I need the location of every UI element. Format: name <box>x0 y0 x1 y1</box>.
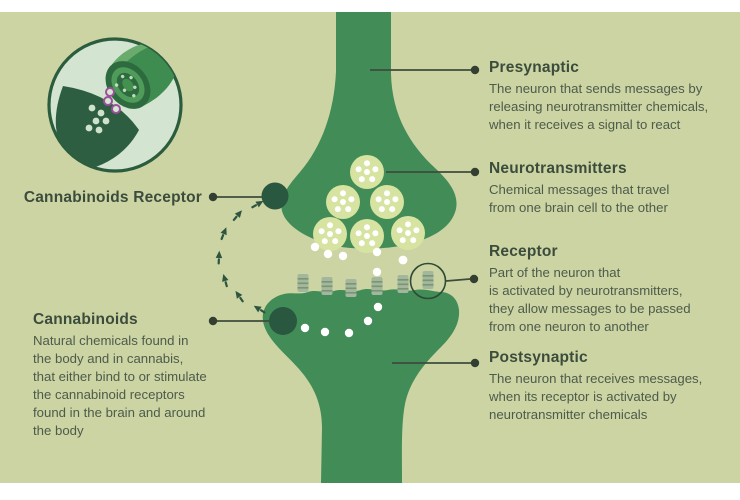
neurotransmitters-label: Neurotransmitters Chemical messages that… <box>489 160 739 217</box>
cannabinoids-receptor-title: Cannabinoids Receptor <box>23 189 202 206</box>
postsynaptic-title: Postsynaptic <box>489 349 588 366</box>
receptor-highlight-circle <box>409 262 447 300</box>
cannabinoid-receptor-presynaptic <box>261 182 289 210</box>
cannabinoid-flow-arrows <box>215 198 268 316</box>
callout-lines <box>216 69 471 364</box>
receptor-title: Receptor <box>489 243 558 260</box>
receptor-peg <box>321 277 333 295</box>
vesicle <box>326 185 360 219</box>
presynaptic-description: The neuron that sends messages by releas… <box>489 81 709 132</box>
receptor-peg <box>371 277 383 295</box>
neurotransmitter-dots <box>300 242 408 338</box>
receptor-bullet <box>469 274 479 284</box>
cannabinoids-bullet <box>208 316 218 326</box>
postsynaptic-neuron-shape <box>262 289 460 483</box>
presynaptic-neuron-shape <box>281 12 457 249</box>
cannabinoids-receptor-label: Cannabinoids Receptor <box>18 189 202 210</box>
receptor-peg <box>345 279 357 297</box>
synapse-closeup-inset <box>47 37 183 173</box>
vesicle <box>350 155 384 189</box>
presynaptic-bullet <box>470 65 480 75</box>
cannabinoids-label: Cannabinoids Natural chemicals found in … <box>33 311 263 440</box>
cannabinoid-receptor-postsynaptic <box>269 307 297 335</box>
vesicle <box>370 185 404 219</box>
callout-bullets <box>208 65 480 368</box>
receptor-peg <box>297 274 309 292</box>
receptor-peg <box>422 271 434 289</box>
presynaptic-title: Presynaptic <box>489 59 580 76</box>
inset-blob-dots <box>85 104 110 134</box>
cannabinoids-title: Cannabinoids <box>33 311 138 328</box>
neurotransmitters-bullet <box>470 167 480 177</box>
neurotransmitters-description: Chemical messages that travel from one b… <box>489 182 670 215</box>
receptor-callout-line <box>445 278 471 282</box>
vesicle <box>350 219 384 253</box>
cannabinoids-receptor-bullet <box>208 192 218 202</box>
vesicle <box>391 216 425 250</box>
inset-presynaptic-cone <box>105 42 177 109</box>
cannabinoids-description: Natural chemicals found in the body and … <box>33 333 207 438</box>
receptor-peg <box>397 275 409 293</box>
postsynaptic-label: Postsynaptic The neuron that receives me… <box>489 349 739 424</box>
postsynaptic-description: The neuron that receives messages, when … <box>489 371 703 422</box>
presynaptic-label: Presynaptic The neuron that sends messag… <box>489 59 739 134</box>
postsynaptic-bullet <box>470 358 480 368</box>
inset-cannabinoid-molecules <box>103 87 121 114</box>
receptor-description: Part of the neuron that is activated by … <box>489 265 691 334</box>
neurotransmitters-title: Neurotransmitters <box>489 160 627 177</box>
receptor-label: Receptor Part of the neuron that is acti… <box>489 243 739 336</box>
